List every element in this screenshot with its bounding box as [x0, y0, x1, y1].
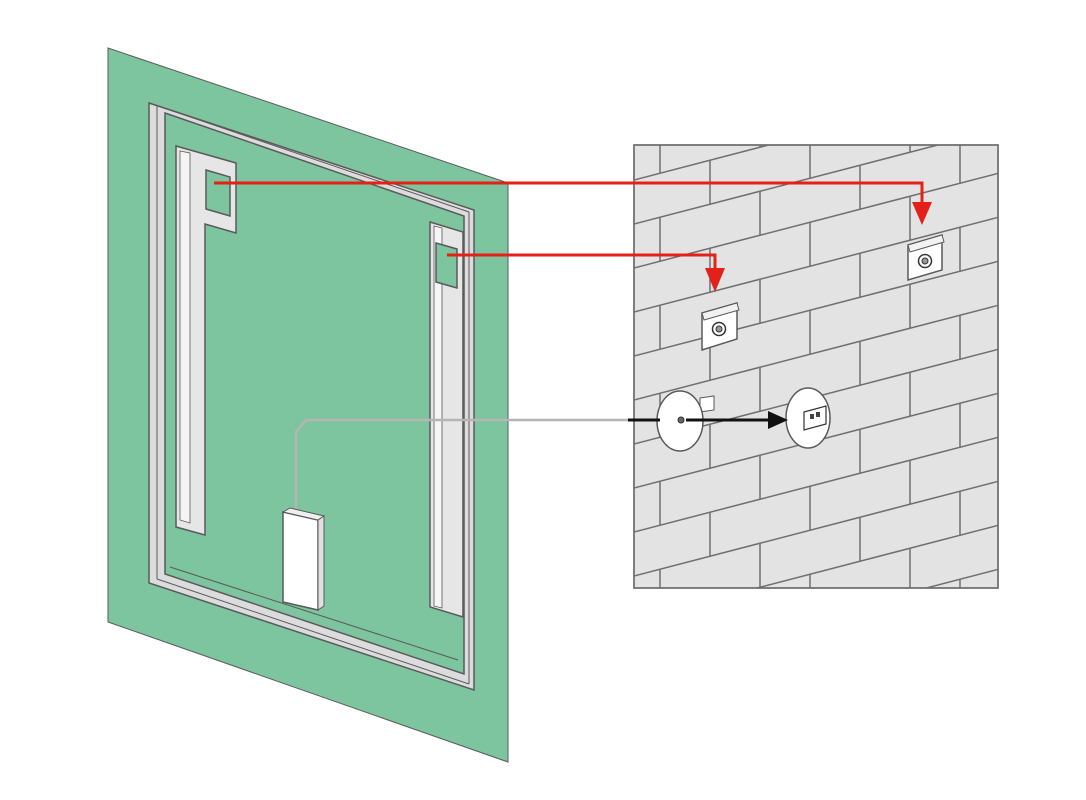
socket-terminal-icon	[810, 414, 814, 419]
brick-course-line	[634, 436, 998, 533]
led-driver-box	[281, 507, 326, 611]
frame-bevel-bottom	[156, 578, 470, 685]
brick-pattern	[634, 145, 998, 588]
brick-course-line	[634, 304, 998, 401]
connection-arrow	[628, 411, 788, 429]
arrow-head-red-1	[912, 202, 932, 225]
arrow-head-black	[768, 411, 788, 429]
brick-course-line	[634, 145, 941, 225]
power-cable	[294, 418, 628, 516]
junction-socket	[785, 387, 831, 449]
arrow-head-red-2	[705, 268, 725, 292]
wall-surface	[633, 144, 999, 589]
brick-course-line	[634, 480, 998, 577]
frame-inner-bottom-line	[169, 566, 459, 661]
mirror-assembly	[107, 47, 628, 763]
mounting-arrow-right	[214, 181, 932, 225]
brick-wall	[633, 144, 999, 589]
brick-course-line	[923, 568, 998, 588]
mounting-arrow-left	[447, 253, 725, 292]
wall-bracket-left	[701, 302, 740, 352]
brick-course-line	[634, 260, 998, 357]
brick-course-line	[634, 172, 998, 269]
left-hanging-rail	[175, 145, 237, 536]
brick-course-line	[754, 524, 998, 588]
right-rail-hook-slot	[435, 242, 458, 289]
wall-border	[633, 144, 999, 589]
brick-course-line	[634, 216, 998, 313]
wall-bracket-right	[907, 233, 945, 282]
brick-course-line	[634, 145, 772, 181]
frame-bevel-top	[157, 105, 470, 213]
left-rail-hook-slot	[205, 169, 231, 217]
cable-hole-icon	[677, 416, 685, 424]
cable-entry-plate	[656, 390, 715, 452]
